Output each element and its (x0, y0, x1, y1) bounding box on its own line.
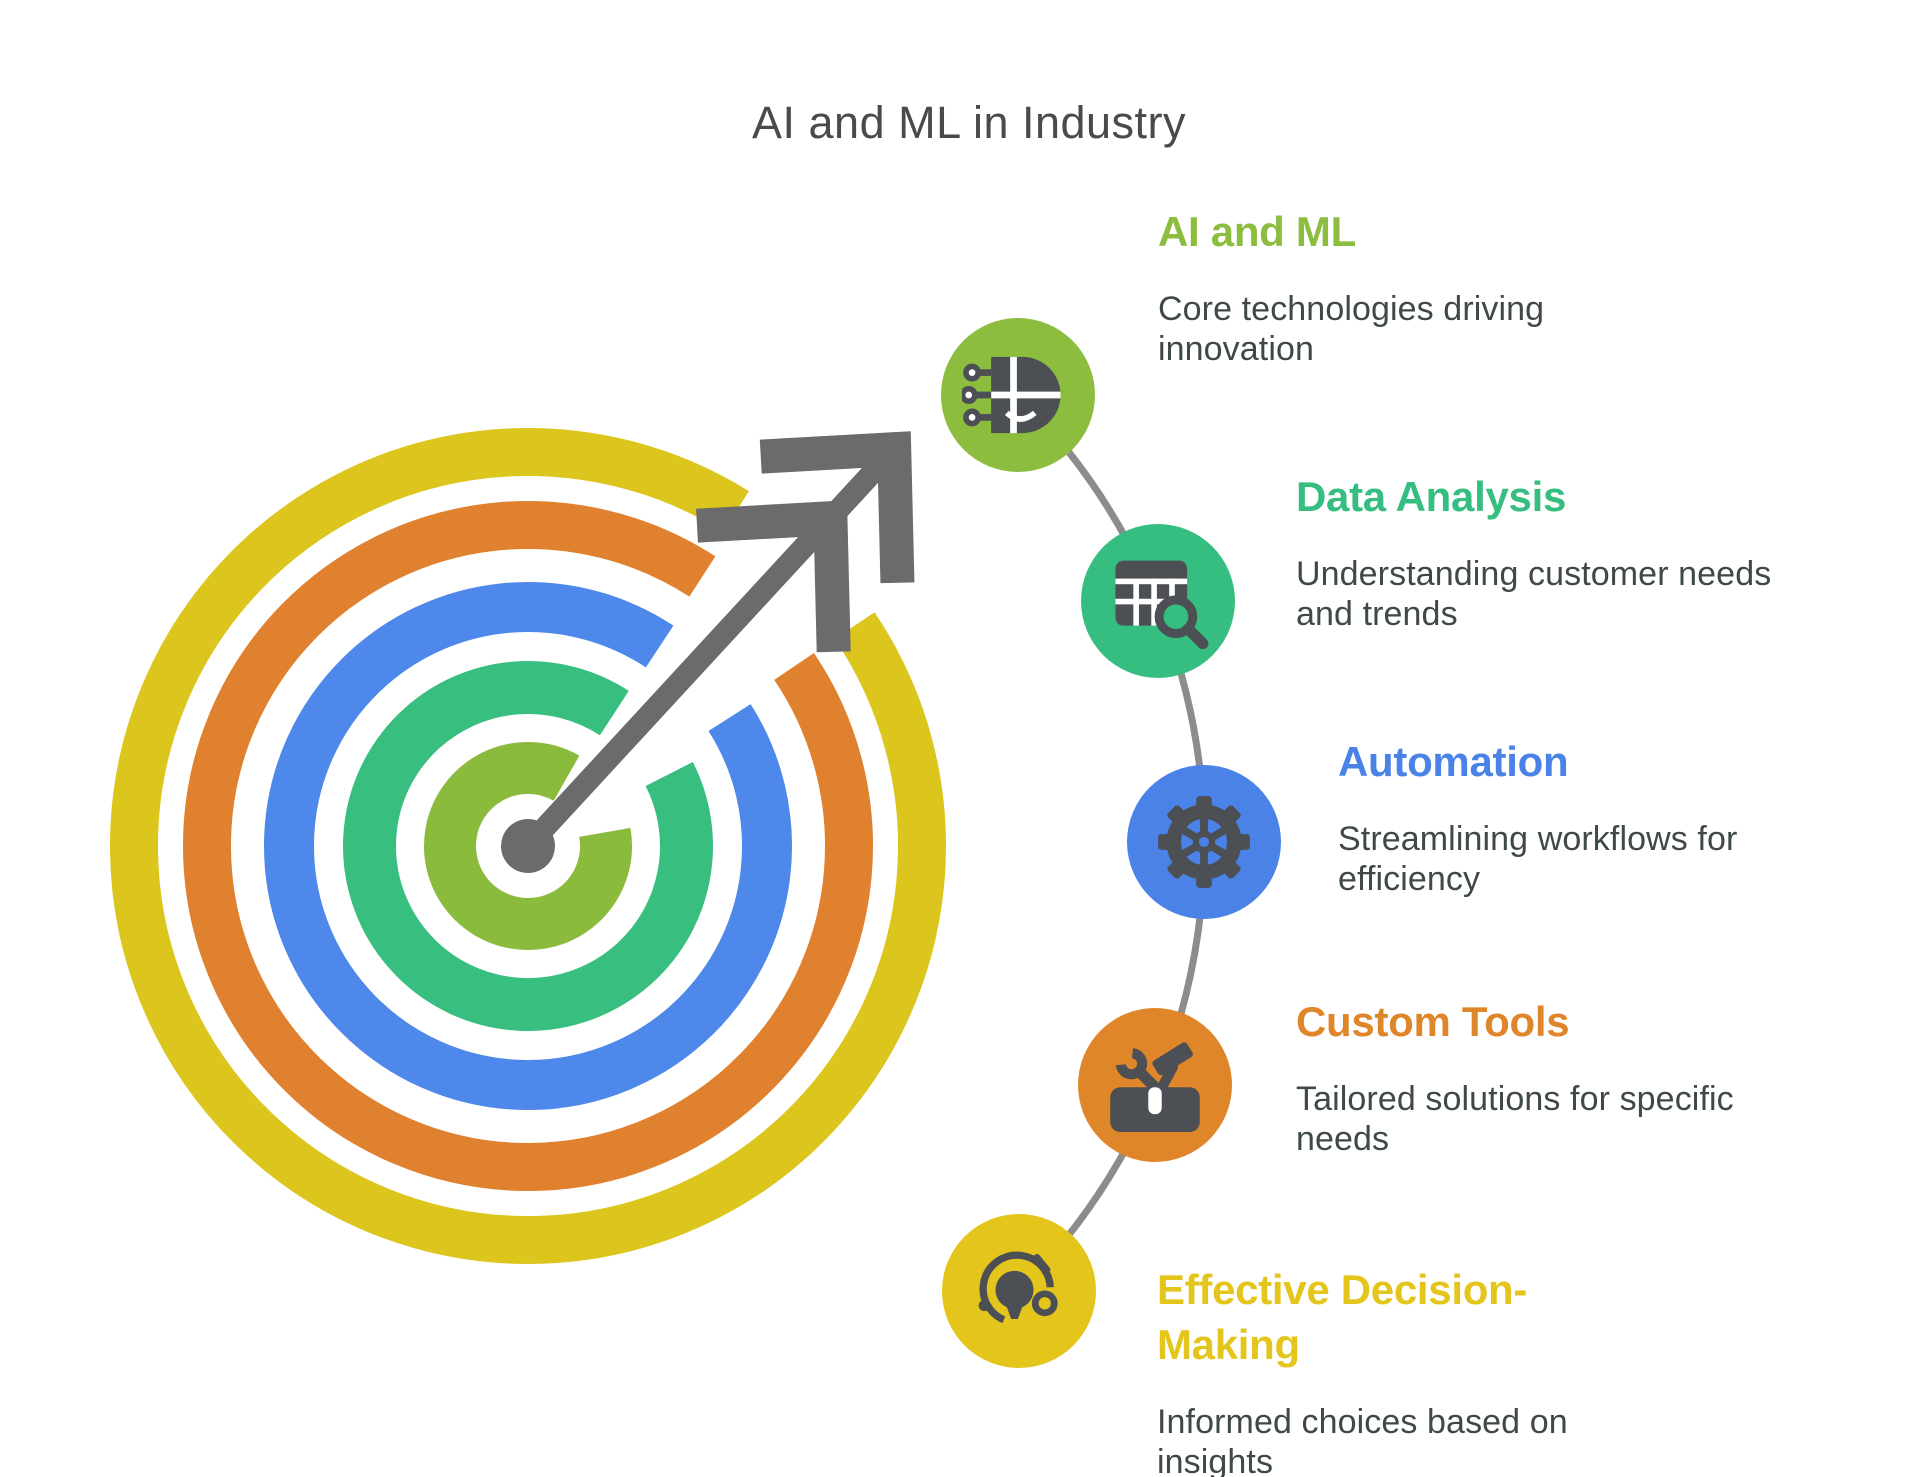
arrow-shaft (519, 435, 908, 854)
target-center-dot (501, 819, 555, 873)
target-ring-outer-yellow (110, 428, 946, 1264)
item-data-analysis: Data Analysis Understanding customer nee… (1296, 469, 1796, 634)
item-heading: Effective Decision- Making (1157, 1266, 1528, 1368)
node-ai-and-ml (941, 318, 1095, 472)
toolbox-icon (1110, 1042, 1200, 1133)
item-heading: Automation (1338, 738, 1569, 785)
item-custom-tools: Custom Tools Tailored solutions for spec… (1296, 994, 1796, 1159)
target-ring-green (343, 661, 713, 1031)
item-automation: Automation Streamlining workflows for ef… (1338, 734, 1818, 899)
item-heading: AI and ML (1158, 208, 1356, 255)
ai-brain-icon (962, 356, 1061, 434)
gear-icon (1158, 796, 1250, 888)
item-heading: Data Analysis (1296, 473, 1567, 520)
data-table-search-icon (1115, 560, 1209, 650)
item-description: Streamlining workflows for efficiency (1338, 820, 1738, 898)
node-custom-tools (1078, 1008, 1232, 1162)
target-ring-blue (264, 582, 792, 1110)
node-automation (1127, 765, 1281, 919)
target-ring-inner-lime (424, 742, 632, 950)
item-description: Understanding customer needs and trends (1296, 555, 1772, 633)
lightbulb-decision-icon (978, 1251, 1058, 1326)
item-heading: Custom Tools (1296, 998, 1570, 1045)
arrow-fletching-outer (759, 431, 915, 584)
node-data-analysis (1081, 524, 1235, 678)
item-effective-decision-making: Effective Decision- Making Informed choi… (1157, 1262, 1637, 1477)
page-title: AI and ML in Industry (752, 97, 1187, 148)
node-effective-decision-making (942, 1214, 1096, 1368)
item-description: Tailored solutions for specific needs (1296, 1080, 1734, 1158)
item-ai-and-ml: AI and ML Core technologies driving inno… (1158, 204, 1628, 369)
arrow-fletching-inner (696, 500, 851, 653)
item-description: Core technologies driving innovation (1158, 290, 1545, 368)
item-description: Informed choices based on insights (1157, 1403, 1568, 1477)
arrow-icon (501, 431, 915, 873)
target-ring-orange (183, 501, 873, 1191)
bullseye-target (110, 428, 946, 1264)
